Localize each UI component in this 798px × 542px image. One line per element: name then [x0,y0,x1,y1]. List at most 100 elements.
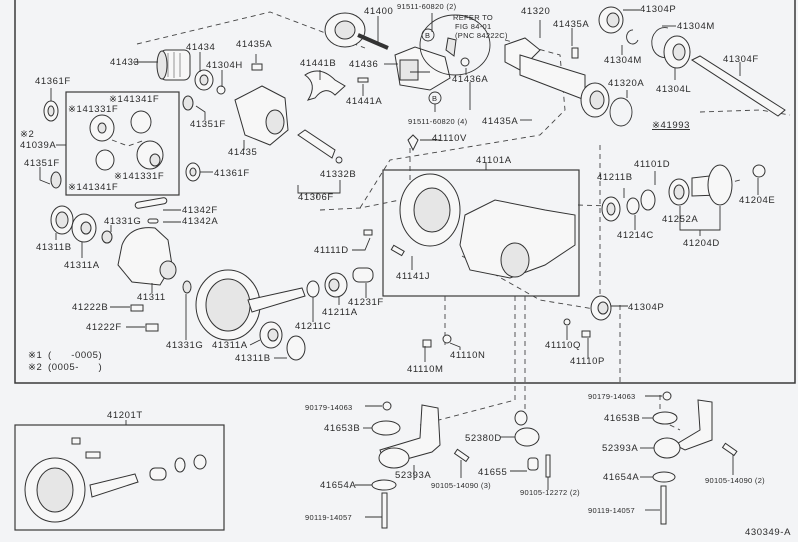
part-41311-carrier-case [117,227,177,286]
carrier-case-box [382,169,580,297]
label-41110Q: 41110Q [545,340,581,351]
part-90105-bolt-left [453,448,470,463]
label-41201T: 41201T [107,410,143,421]
part-41304P-bearing-bottom [590,295,612,321]
label-41304L: 41304L [656,84,691,95]
label-52393A-a: 52393A [395,470,431,481]
part-41110M-plug [422,339,432,348]
part-41434-bearing [194,69,214,91]
part-41361F-washer-bottom [185,162,201,182]
label-41342A: 41342A [182,216,218,227]
label-41311: 41311 [137,292,166,303]
part-41311A-bearing-left [71,213,97,243]
part-41204E-nut [752,164,766,178]
part-41304F-shaft [690,55,786,117]
label-41304F: 41304F [723,54,759,65]
part-41222B-bolt [130,304,144,312]
callout-b-top: B [421,28,435,42]
part-41304P-bearing-top [598,6,624,34]
label-41311B-bottom: 41311B [235,353,271,364]
label-41231F: 41231F [348,297,384,308]
differential-gear-set-box [65,91,180,196]
part-41653B-cushion-left [371,420,401,436]
label-41311B-left: 41311B [36,242,72,253]
label-41039A-marker: ※2 [20,129,34,140]
part-mount-bracket-right [653,399,713,459]
label-41039A: 41039A [20,140,56,151]
part-41201T-ring-pinion-kit [24,437,207,523]
part-90179-nut-left [382,401,392,411]
label-41435A-top: 41435A [553,19,589,30]
label-refer-3: (PNC 84222C) [455,31,508,40]
part-41653B-cushion-right [652,411,678,425]
note-1-marker: ※1 [28,350,42,361]
label-41304M-left: 41304M [604,55,642,66]
part-41111D-plug [363,229,373,236]
note-2-range: (0005- ) [48,362,102,373]
label-90179-b: 90179-14063 [588,392,636,401]
part-41320A-o-ring [609,97,633,127]
label-41351F-right: 41351F [190,119,226,130]
note-1-range: ( -0005) [48,350,102,361]
label-41434: 41434 [186,42,215,53]
part-41436A-nut [460,57,470,67]
label-41435: 41435 [228,147,257,158]
label-41111D: 41111D [314,245,349,256]
label-41211C: 41211C [295,321,331,332]
label-41436A: 41436A [452,74,488,85]
part-41435A-bolt-top [251,63,263,71]
part-41101A-case-cover [399,173,461,247]
part-41436-shift-housing [394,46,451,91]
label-90179-a: 90179-14063 [305,403,353,412]
svg-text:B: B [425,31,430,40]
part-41306F-shaft [297,129,336,159]
part-41110P-plug [581,330,591,338]
part-41211B-bearing [601,196,621,222]
part-41400-actuator [324,12,389,50]
part-41110V-breather [407,134,419,152]
label-41332B: 41332B [320,169,356,180]
part-labels: 41400 91511-60820 (2) REFER TO FIG 84-01… [20,2,790,538]
label-41654A-a: 41654A [320,480,356,491]
label-41993: ※41993 [652,120,690,131]
label-41331F-a: ※141331F [68,104,118,115]
label-90105-2: 90105-14090 (2) [705,476,765,485]
part-90105-bolt-right [721,442,738,457]
label-refer-2: FIG 84-01 [455,22,491,31]
part-41351F-washer-left [50,171,62,189]
part-41222F-bolt [145,323,159,332]
part-mount-bracket-left [378,404,441,469]
label-41320: 41320 [521,6,550,17]
part-41211A-bearing [324,272,348,298]
part-90105-12272-bolt [545,454,551,478]
part-41654A-cushion-left [371,479,397,491]
label-41653B-b: 41653B [604,413,640,424]
part-41101D-seal [640,189,656,211]
label-41400: 41400 [364,6,393,17]
part-41204D-flange [691,164,733,206]
label-41435A-mid: 41435A [482,116,518,127]
part-pinion-shaft [247,287,306,313]
label-52380D: 52380D [465,433,502,444]
label-41435A-left: 41435A [236,39,272,50]
label-41304M-right: 41304M [677,21,715,32]
part-41320-axle-tube [504,37,610,118]
label-41331G-bottom: 41331G [166,340,203,351]
part-41332B-ring [335,156,343,164]
label-41342F: 41342F [182,205,218,216]
part-differential-side-gears [89,110,164,171]
leader-lines [39,9,759,518]
label-41304H: 41304H [206,60,243,71]
part-41304M-snap-ring-small [626,29,639,45]
label-41351F-left: 41351F [24,158,60,169]
label-90119-a: 90119-14057 [305,513,352,522]
part-41654A-cushion-right [652,471,676,483]
part-41441A-pin [357,77,369,83]
part-41231F-spacer [352,267,374,283]
label-41110V: 41110V [432,133,467,144]
label-41653B-a: 41653B [324,423,360,434]
label-41341F-a: ※141341F [109,94,159,105]
label-41361F-bottom: 41361F [214,168,250,179]
label-91511-4: 91511-60820 (4) [408,117,468,126]
